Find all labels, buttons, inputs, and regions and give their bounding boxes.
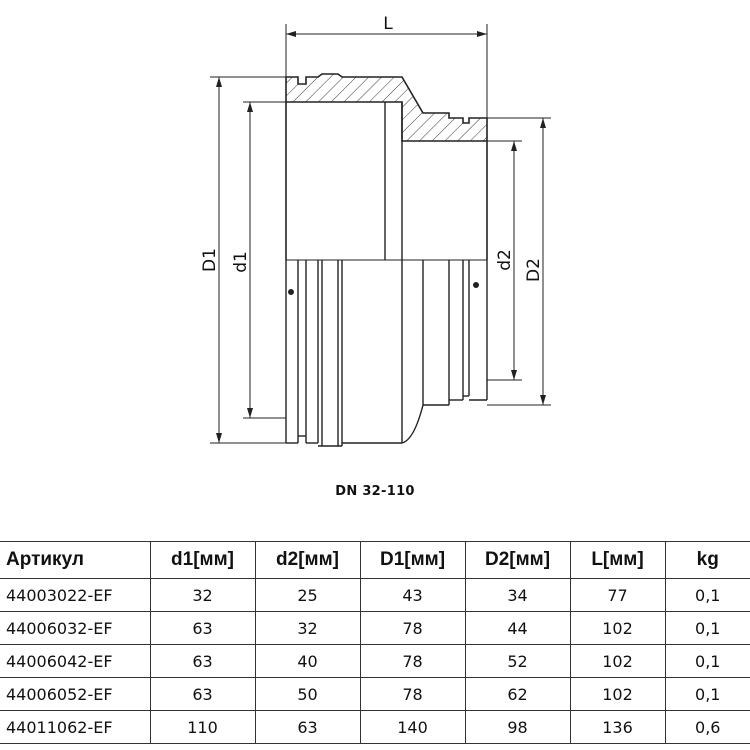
cell-kg: 0,6 [664,710,750,744]
cell-L: 102 [569,677,666,711]
cell-D2: 34 [464,578,571,612]
label-D2: D2 [524,258,544,282]
table-row: 44006052-EF 63 50 78 62 102 0,1 [0,677,750,711]
label-D1: D1 [200,248,220,272]
cell-D2: 52 [464,644,571,678]
col-header-article: Артикул [0,541,151,579]
wall-section-hatched [285,73,488,142]
table-row: 44003022-EF 32 25 43 34 77 0,1 [0,578,750,612]
table-row: 44006042-EF 63 40 78 52 102 0,1 [0,644,750,678]
dimension-l [285,24,488,118]
dimension-D2 [487,117,551,406]
indicator-dot-right [473,282,479,288]
cell-L: 102 [569,644,666,678]
dimension-d1-outer [210,76,286,444]
cell-d1: 110 [149,710,256,744]
cell-article: 44006052-EF [0,677,151,711]
cell-d1: 32 [149,578,256,612]
cell-L: 102 [569,611,666,645]
cell-article: 44011062-EF [0,710,151,744]
col-header-kg: kg [664,541,750,579]
table-row: 44011062-EF 110 63 140 98 136 0,6 [0,710,750,744]
cell-kg: 0,1 [664,611,750,645]
col-header-D2: D2[мм] [464,541,571,579]
label-d1: d1 [231,251,251,273]
cell-d1: 63 [149,677,256,711]
cell-L: 77 [569,578,666,612]
cell-kg: 0,1 [664,578,750,612]
cell-d2: 63 [254,710,361,744]
cell-d1: 63 [149,644,256,678]
cell-d2: 50 [254,677,361,711]
cell-d2: 25 [254,578,361,612]
spec-table: Артикул d1[мм] d2[мм] D1[мм] D2[мм] L[мм… [0,541,750,744]
cell-D1: 140 [359,710,466,744]
col-header-d2: d2[мм] [254,541,361,579]
cell-kg: 0,1 [664,644,750,678]
col-header-d1: d1[мм] [149,541,256,579]
cell-D2: 62 [464,677,571,711]
cell-L: 136 [569,710,666,744]
col-header-L: L[мм] [569,541,666,579]
cell-article: 44003022-EF [0,578,151,612]
cell-D2: 44 [464,611,571,645]
drawing-caption: DN 32-110 [335,484,415,499]
cell-d2: 32 [254,611,361,645]
cell-D1: 78 [359,644,466,678]
body-outline-upper [285,102,488,260]
label-l: L [383,14,393,34]
cell-article: 44006042-EF [0,644,151,678]
cell-d2: 40 [254,644,361,678]
cell-D1: 43 [359,578,466,612]
cell-kg: 0,1 [664,677,750,711]
label-d2: d2 [495,249,515,271]
dimension-d2 [487,140,522,381]
cell-D1: 78 [359,677,466,711]
cell-article: 44006032-EF [0,611,151,645]
technical-drawing: L D1 d1 d2 D2 [200,14,551,447]
table-header-row: Артикул d1[мм] d2[мм] D1[мм] D2[мм] L[мм… [0,541,750,579]
indicator-dot-left [288,289,294,295]
table-row: 44006032-EF 63 32 78 44 102 0,1 [0,611,750,645]
body-exterior-lower [285,259,488,447]
col-header-D1: D1[мм] [359,541,466,579]
dimension-d1-inner [243,101,286,419]
cell-d1: 63 [149,611,256,645]
cell-D2: 98 [464,710,571,744]
cell-D1: 78 [359,611,466,645]
